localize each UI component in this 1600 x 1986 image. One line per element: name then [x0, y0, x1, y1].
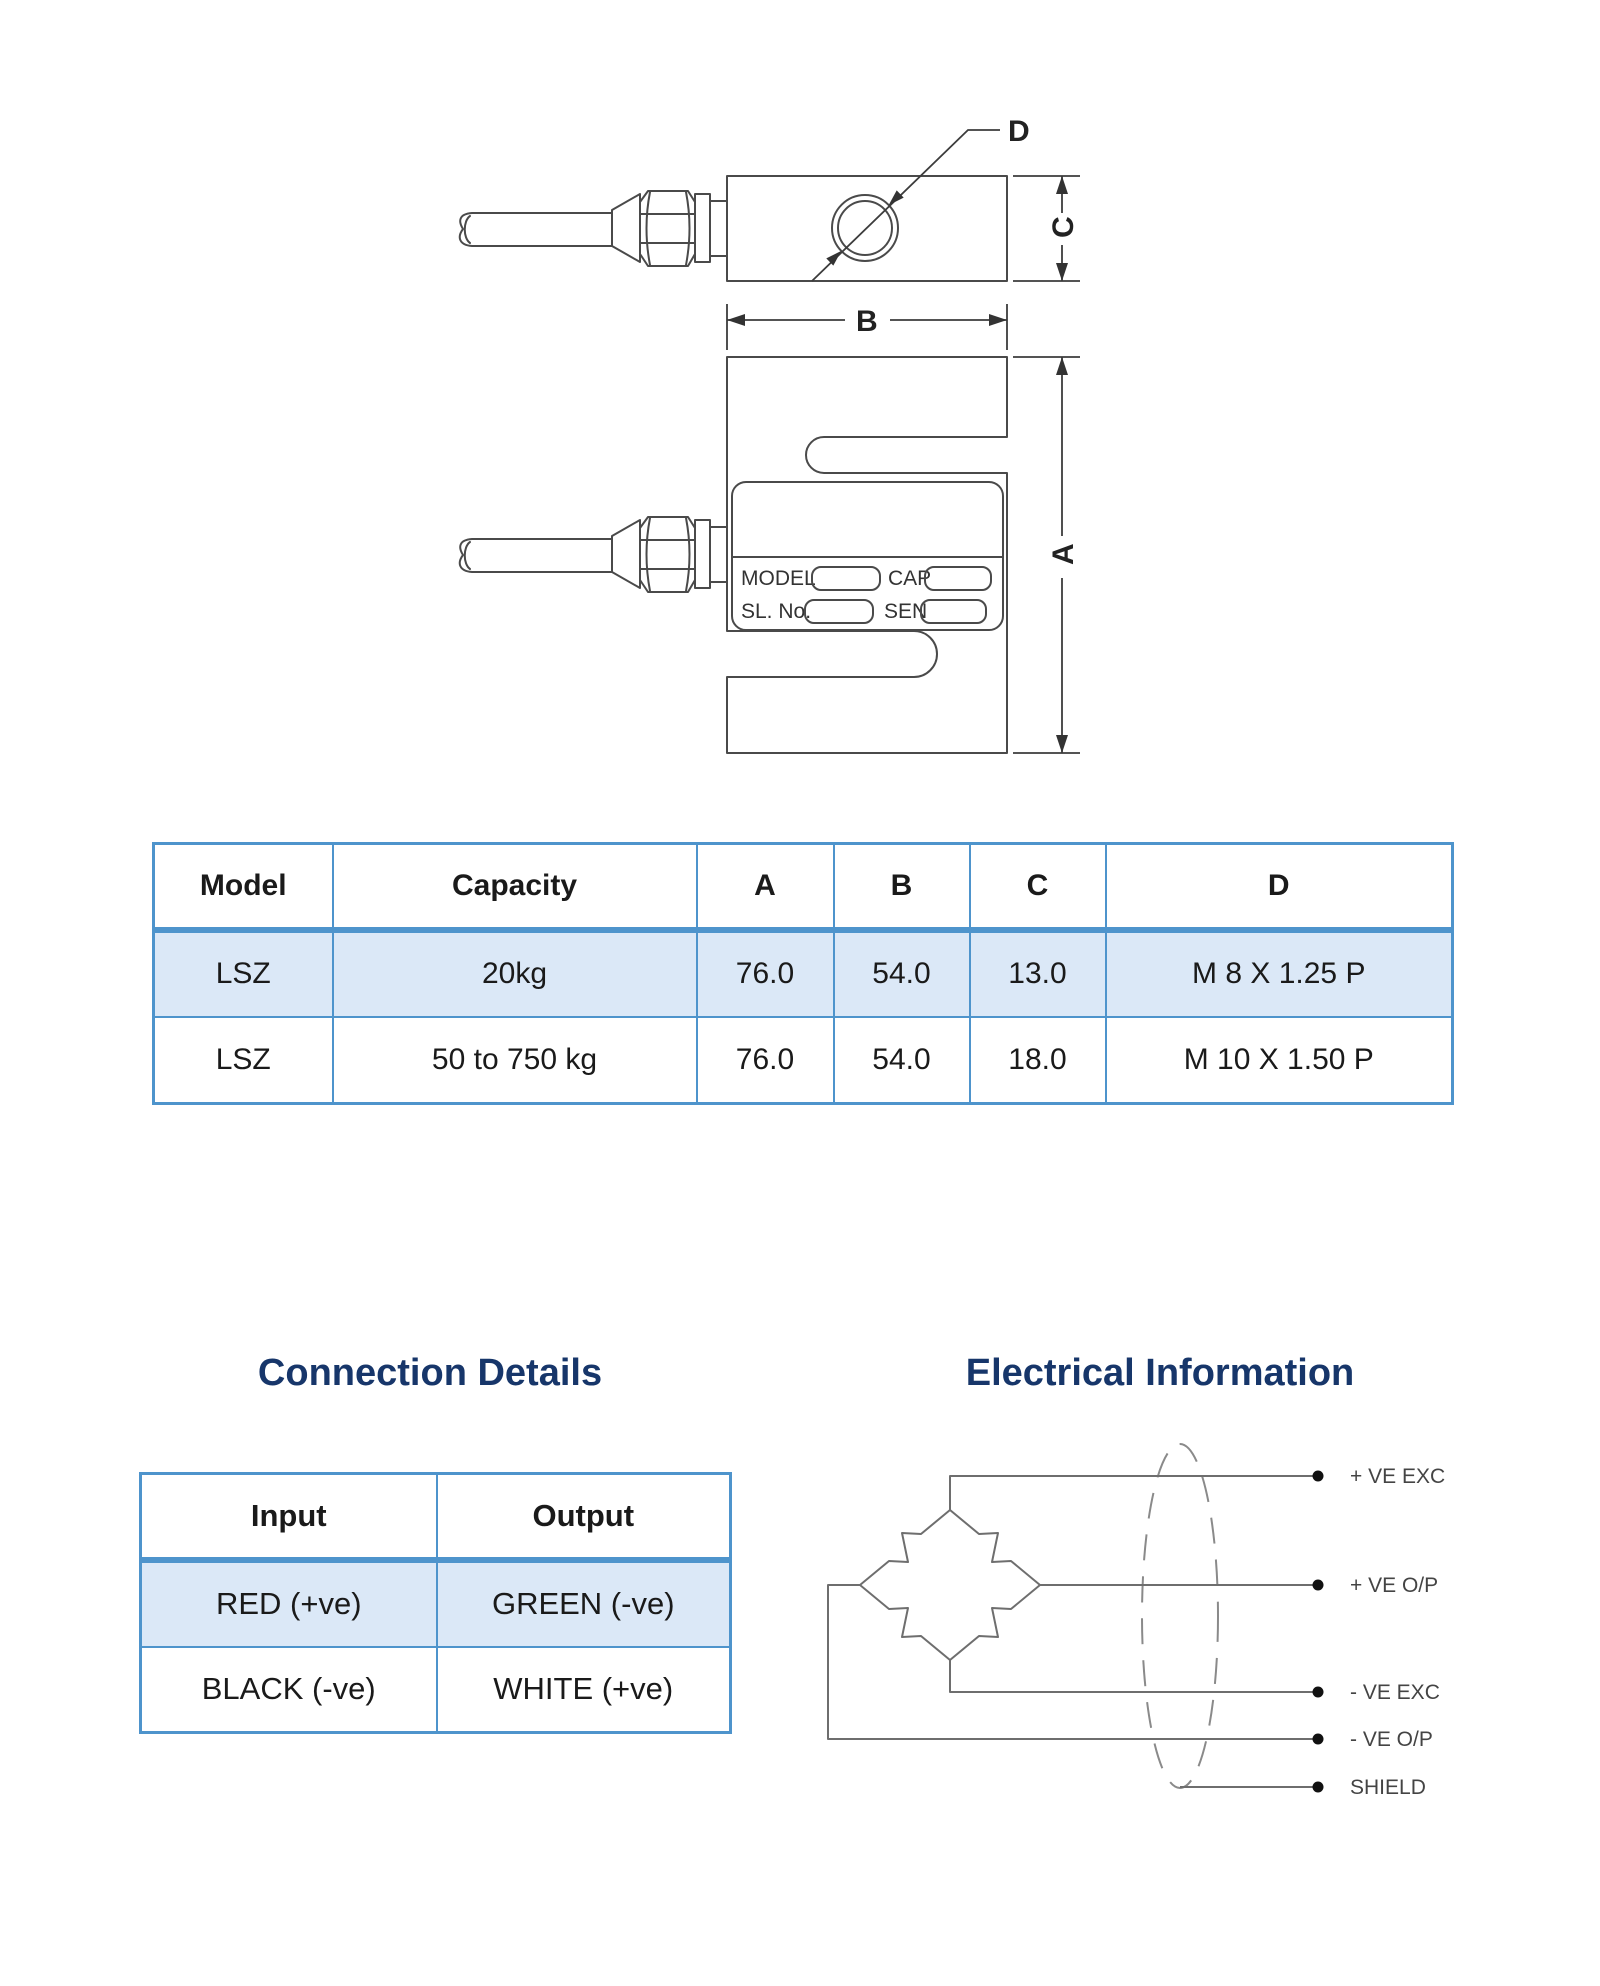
spec-cell-capacity: 20kg — [331, 928, 698, 1018]
wire-label-neg-exc: - VE EXC — [1350, 1681, 1440, 1704]
connection-table: Input Output RED (+ve) GREEN (-ve) BLACK… — [139, 1472, 732, 1734]
spec-cell-b: 54.0 — [832, 1015, 971, 1105]
plate-cap-box — [924, 566, 992, 591]
spec-header-model: Model — [152, 842, 334, 933]
dim-d-leader: D — [811, 115, 1030, 282]
spec-header-c: C — [968, 842, 1107, 933]
spec-cell-d: M 8 X 1.25 P — [1104, 928, 1454, 1018]
label-plate: MODEL CAP SL. No. SEN — [731, 481, 1004, 631]
electrical-information-title: Electrical Information — [965, 1352, 1355, 1394]
spec-cell-c: 18.0 — [968, 1015, 1107, 1105]
spec-row-20kg: LSZ 20kg 76.0 54.0 13.0 M 8 X 1.25 P — [152, 928, 1454, 1018]
cable-side — [458, 212, 613, 247]
spec-header-d: D — [1104, 842, 1454, 933]
connection-details-title: Connection Details — [257, 1352, 603, 1394]
connection-cell-input-neg: BLACK (-ve) — [139, 1645, 438, 1734]
cable-shield-ellipse — [1141, 1443, 1219, 1789]
connection-row-2: BLACK (-ve) WHITE (+ve) — [139, 1645, 732, 1734]
wire-label-pos-op: + VE O/P — [1350, 1574, 1438, 1597]
cable-gland-front — [611, 516, 728, 593]
terminal-dots — [1312, 1470, 1324, 1793]
connection-cell-input-pos: RED (+ve) — [139, 1558, 438, 1648]
dim-b: B — [726, 304, 1008, 350]
spec-cell-b: 54.0 — [832, 928, 971, 1018]
plate-cap-label: CAP — [888, 567, 931, 590]
spec-header-b: B — [832, 842, 971, 933]
plate-model-box — [811, 566, 881, 591]
connection-cell-output-pos: WHITE (+ve) — [435, 1645, 732, 1734]
plate-sen-label: SEN — [884, 600, 927, 623]
wheatstone-bridge — [859, 1509, 1041, 1661]
spec-cell-c: 13.0 — [968, 928, 1107, 1018]
dim-label-a: A — [1047, 543, 1080, 565]
dim-a: A — [1013, 356, 1080, 754]
cable-front — [458, 538, 613, 573]
dim-c: C — [1013, 175, 1080, 282]
spec-cell-d: M 10 X 1.50 P — [1104, 1015, 1454, 1105]
bridge-circuit-diagram: + VE EXC + VE O/P - VE EXC - VE O/P SHIE… — [827, 1443, 1445, 1799]
plate-model-label: MODEL — [741, 567, 816, 590]
dim-label-d: D — [1008, 115, 1030, 148]
connection-cell-output-neg: GREEN (-ve) — [435, 1558, 732, 1648]
spec-cell-model: LSZ — [152, 1015, 334, 1105]
spec-cell-a: 76.0 — [695, 928, 835, 1018]
wire-label-shield: SHIELD — [1350, 1776, 1426, 1799]
bridge-wires — [827, 1475, 1318, 1788]
plate-serial-box — [804, 599, 874, 624]
dim-label-c: C — [1047, 216, 1080, 238]
plate-serial-label: SL. No. — [741, 600, 811, 623]
spec-table: Model Capacity A B C D LSZ 20kg 76.0 54.… — [152, 842, 1454, 1105]
spec-header-row: Model Capacity A B C D — [152, 842, 1454, 933]
front-view-drawing: B MODEL CAP SL. No. SEN — [458, 304, 1080, 754]
side-body-outline — [726, 175, 1008, 282]
spec-row-50-750kg: LSZ 50 to 750 kg 76.0 54.0 18.0 M 10 X 1… — [152, 1015, 1454, 1105]
cable-gland-side — [611, 190, 728, 267]
plate-sen-box — [920, 599, 987, 624]
wire-labels: + VE EXC + VE O/P - VE EXC - VE O/P SHIE… — [1350, 1465, 1445, 1799]
side-view-drawing: D C — [458, 115, 1080, 282]
spec-header-a: A — [695, 842, 835, 933]
spec-cell-capacity: 50 to 750 kg — [331, 1015, 698, 1105]
wire-label-pos-exc: + VE EXC — [1350, 1465, 1445, 1488]
spec-cell-model: LSZ — [152, 928, 334, 1018]
spec-header-capacity: Capacity — [331, 842, 698, 933]
spec-cell-a: 76.0 — [695, 1015, 835, 1105]
connection-header-row: Input Output — [139, 1472, 732, 1563]
dim-label-b: B — [856, 305, 878, 338]
connection-header-output: Output — [435, 1472, 732, 1563]
connection-header-input: Input — [139, 1472, 438, 1563]
connection-row-1: RED (+ve) GREEN (-ve) — [139, 1558, 732, 1648]
s-body-outline — [726, 356, 1008, 754]
threaded-hole — [831, 194, 899, 262]
wire-label-neg-op: - VE O/P — [1350, 1728, 1433, 1751]
